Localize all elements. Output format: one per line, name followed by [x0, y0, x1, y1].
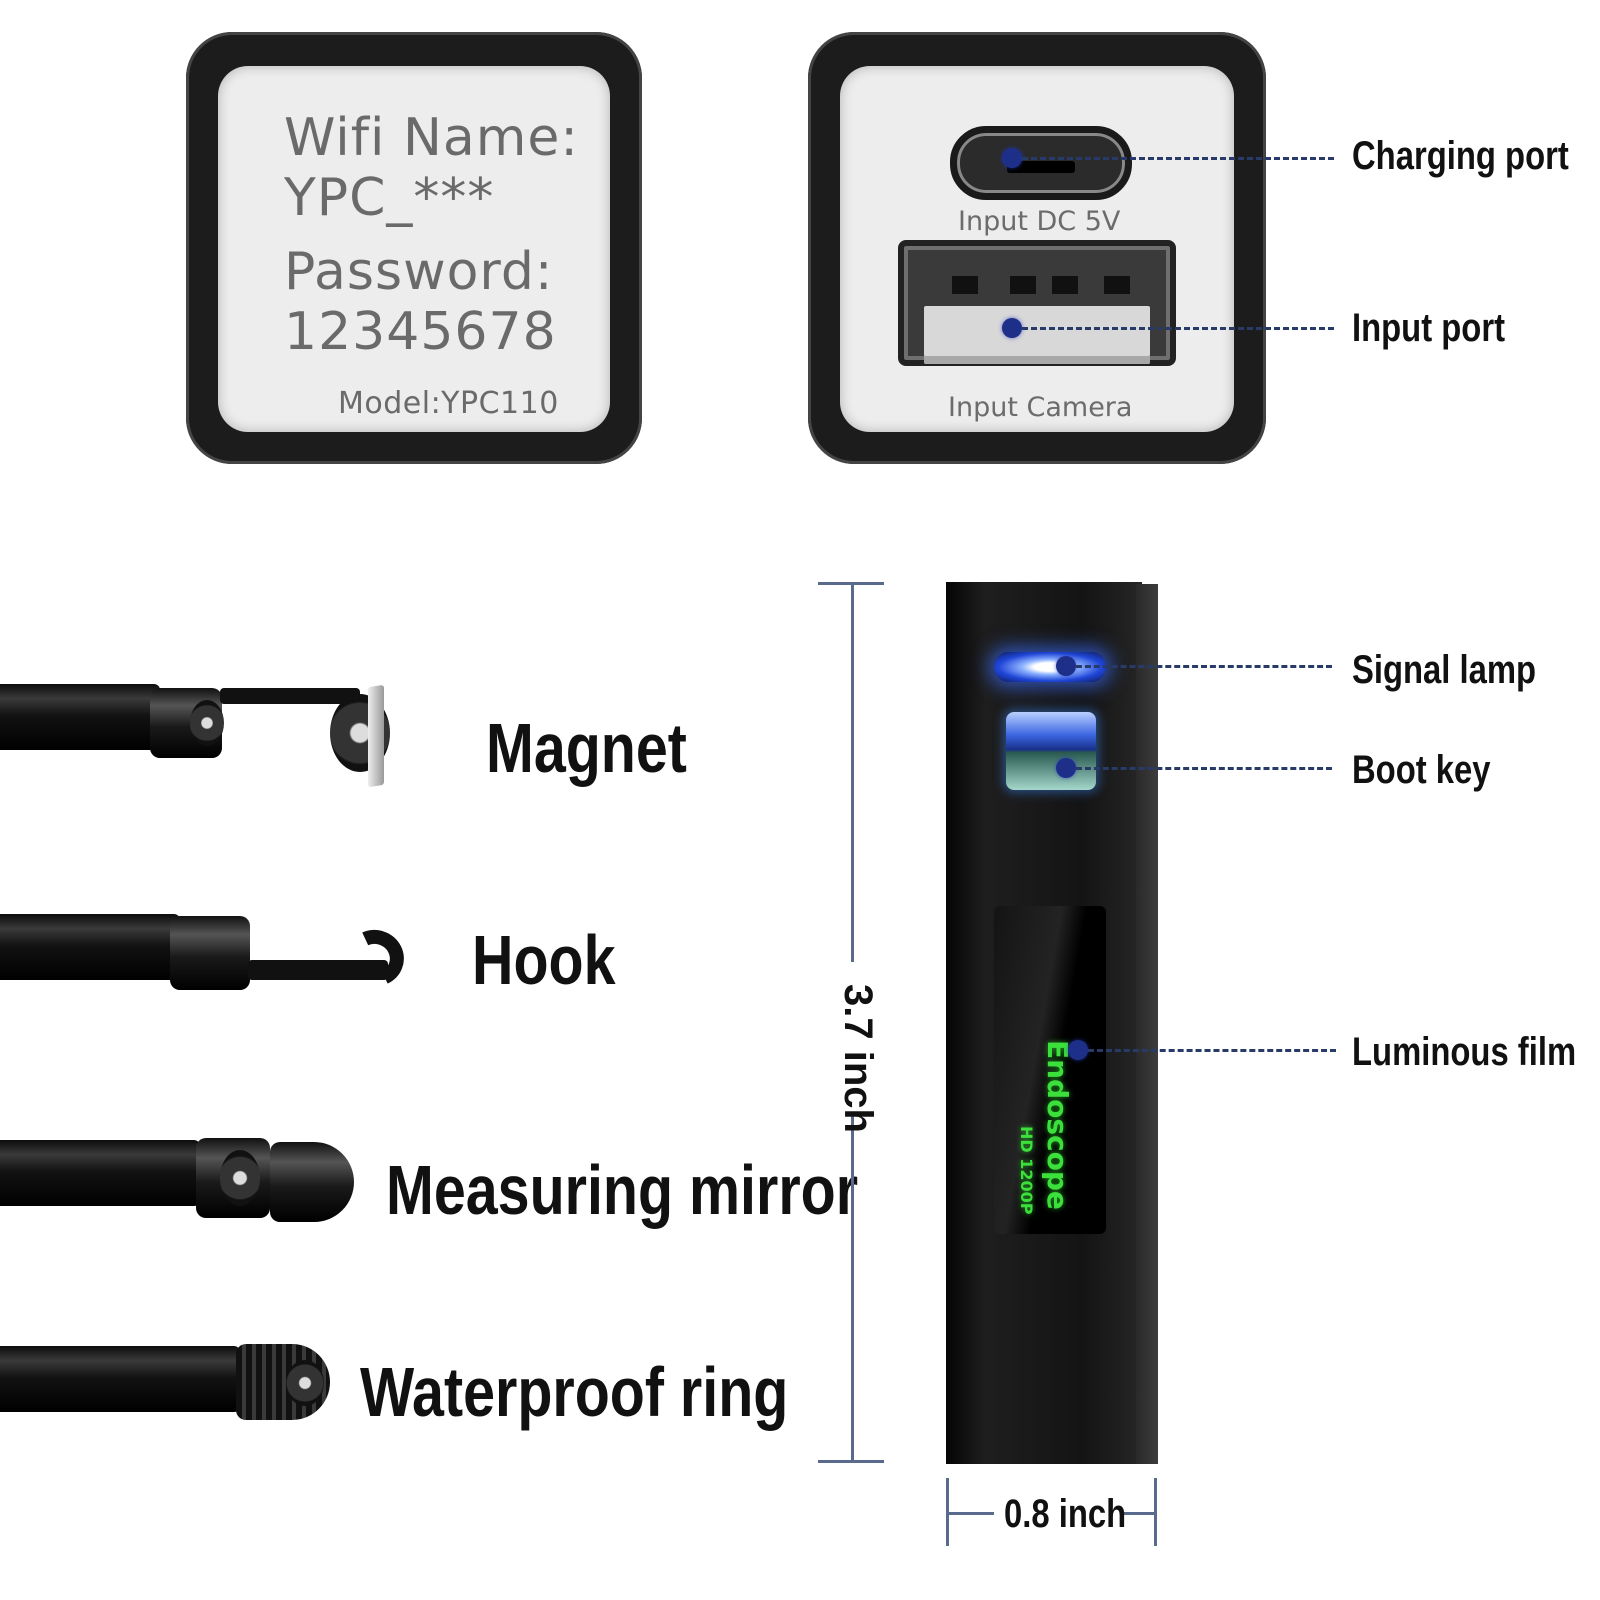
- boot-key-dot: [1056, 758, 1076, 778]
- wifi-name-value: YPC_***: [284, 168, 495, 228]
- hook-arm: [248, 960, 388, 980]
- model-number: Model:YPC110: [338, 386, 559, 421]
- boot-key-button[interactable]: [1006, 712, 1096, 790]
- input-dc-label: Input DC 5V: [958, 206, 1121, 237]
- input-port-leader: [1022, 327, 1334, 330]
- hook-label: Hook: [472, 921, 616, 999]
- mirror-probe-cable: [0, 1140, 200, 1206]
- boot-key-callout: Boot key: [1352, 748, 1491, 792]
- input-port-callout: Input port: [1352, 306, 1506, 350]
- endoscope-box-side: [1136, 584, 1158, 1464]
- signal-lamp-dot: [1056, 656, 1076, 676]
- wifi-info-panel: [186, 32, 642, 464]
- height-dimension-line-lower: [851, 1114, 854, 1462]
- charging-port-callout: Charging port: [1352, 134, 1569, 178]
- micro-usb-slot: [1007, 161, 1075, 173]
- usb-a-hole: [1104, 276, 1130, 294]
- hook-curve: [338, 921, 412, 995]
- height-dimension-line-upper: [851, 582, 854, 962]
- waterproof-probe-lens: [286, 1360, 324, 1406]
- width-dimension-line-left: [946, 1512, 994, 1515]
- hook-probe-cable: [0, 914, 180, 980]
- charging-port-dot: [1002, 148, 1022, 168]
- signal-lamp-callout: Signal lamp: [1352, 648, 1537, 692]
- waterproof-ring-label: Waterproof ring: [360, 1353, 789, 1431]
- film-resolution-text: HD 1200P: [1017, 1126, 1036, 1215]
- input-port-dot: [1002, 318, 1022, 338]
- usb-a-camera-port[interactable]: [898, 240, 1176, 366]
- password-heading: Password:: [284, 242, 554, 302]
- magnet-probe-cable: [0, 684, 160, 750]
- luminous-film-dot: [1068, 1040, 1088, 1060]
- usb-a-hole: [1010, 276, 1036, 294]
- wifi-name-heading: Wifi Name:: [284, 108, 579, 168]
- magnet-probe-lens: [190, 700, 224, 746]
- height-dimension-label: 3.7 inch: [836, 984, 880, 1133]
- luminous-film: [994, 906, 1106, 1234]
- height-dimension-bottom-cap: [818, 1460, 884, 1463]
- width-dimension-label: 0.8 inch: [1004, 1492, 1127, 1536]
- luminous-film-leader: [1088, 1049, 1336, 1052]
- signal-lamp-leader: [1076, 665, 1332, 668]
- input-camera-label: Input Camera: [948, 392, 1133, 423]
- magnet-disc: [368, 684, 384, 788]
- width-dimension-right-cap: [1154, 1478, 1157, 1546]
- magnet-arm: [220, 688, 360, 704]
- mirror-cap: [270, 1142, 354, 1222]
- hook-probe-head: [170, 916, 250, 990]
- boot-key-leader: [1076, 767, 1332, 770]
- measuring-mirror-label: Measuring mirror: [386, 1151, 859, 1229]
- waterproof-probe-cable: [0, 1346, 240, 1412]
- width-dimension-line-right: [1122, 1512, 1156, 1515]
- magnet-label: Magnet: [486, 709, 687, 787]
- film-brand-text: Endoscope: [1041, 1040, 1074, 1210]
- usb-a-tongue: [924, 306, 1150, 364]
- usb-a-hole: [1052, 276, 1078, 294]
- micro-usb-charging-port[interactable]: [950, 126, 1132, 200]
- wifi-info-sticker: [218, 66, 610, 432]
- luminous-film-callout: Luminous film: [1352, 1030, 1577, 1074]
- charging-port-leader: [1022, 157, 1334, 160]
- usb-a-hole: [952, 276, 978, 294]
- mirror-probe-lens: [220, 1150, 260, 1206]
- password-value: 12345678: [284, 302, 557, 362]
